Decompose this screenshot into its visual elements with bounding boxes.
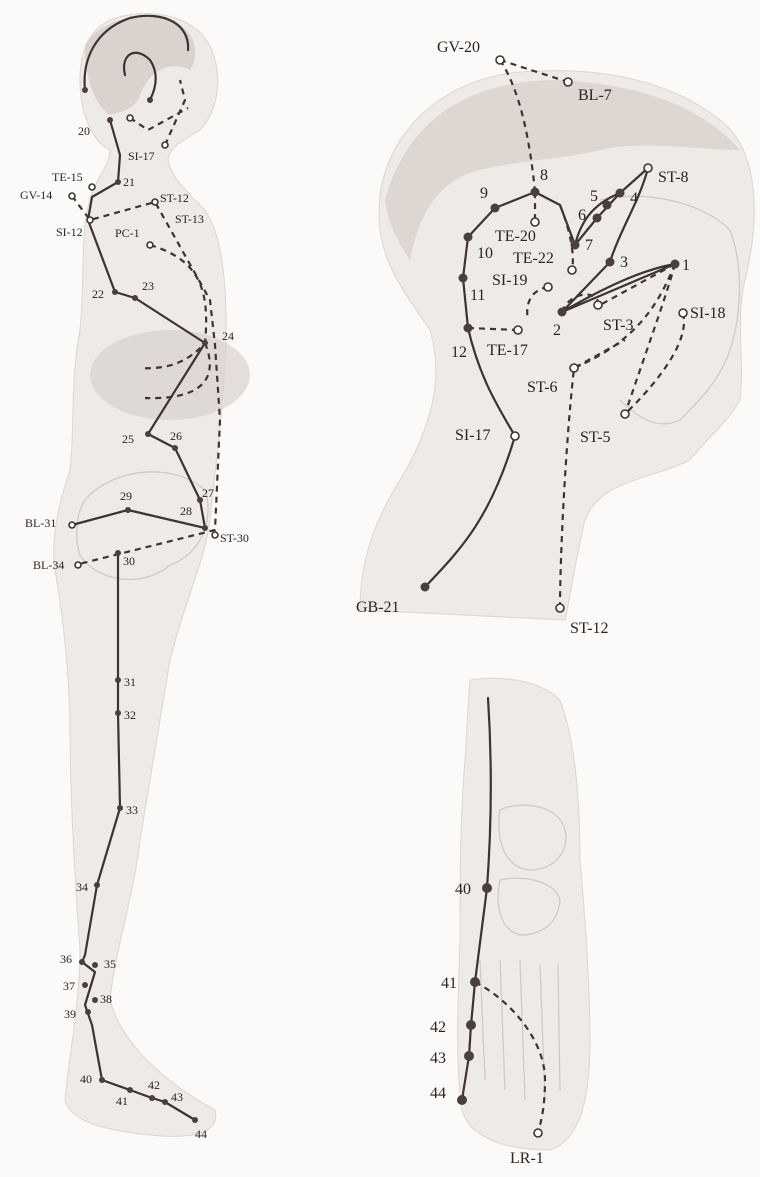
label-42: 42 (148, 1078, 160, 1092)
label-bl-34: BL-34 (33, 558, 64, 572)
label-32: 32 (124, 708, 136, 722)
label-8: 8 (540, 167, 548, 184)
label-11: 11 (470, 287, 485, 304)
label-st-6: ST-6 (527, 379, 558, 396)
label-1: 1 (682, 257, 690, 274)
label-si-18: SI-18 (690, 305, 726, 322)
label-9: 9 (480, 185, 488, 202)
label-28: 28 (180, 504, 192, 518)
label-st-30: ST-30 (220, 531, 249, 545)
label-24: 24 (222, 329, 234, 343)
label-foot-41: 41 (441, 975, 457, 992)
label-39: 39 (64, 1007, 76, 1021)
label-44: 44 (195, 1127, 207, 1141)
label-te-15: TE-15 (52, 170, 83, 184)
label-pc-1: PC-1 (115, 226, 140, 240)
label-3: 3 (620, 254, 628, 271)
label-12: 12 (451, 344, 467, 361)
label-37: 37 (63, 979, 75, 993)
label-38: 38 (100, 992, 112, 1006)
label-st-12-head: ST-12 (570, 620, 609, 637)
label-26: 26 (170, 429, 182, 443)
label-34: 34 (76, 880, 88, 894)
label-41: 41 (116, 1094, 128, 1108)
label-st-3: ST-3 (603, 317, 634, 334)
label-si-19: SI-19 (492, 272, 528, 289)
label-st-8: ST-8 (658, 169, 689, 186)
label-bl-7: BL-7 (578, 87, 612, 104)
label-te-20: TE-20 (495, 228, 536, 245)
label-foot-43: 43 (430, 1050, 446, 1067)
label-5: 5 (590, 188, 598, 205)
label-43: 43 (171, 1090, 183, 1104)
label-21: 21 (123, 175, 135, 189)
label-27: 27 (202, 486, 214, 500)
label-30: 30 (123, 554, 135, 568)
label-25: 25 (122, 432, 134, 446)
label-foot-42: 42 (430, 1019, 446, 1036)
label-st-12-body: ST-12 (160, 191, 189, 205)
label-gb-21: GB-21 (356, 599, 400, 616)
label-6: 6 (578, 207, 586, 224)
label-lr-1: LR-1 (510, 1150, 544, 1167)
label-si-17-head: SI-17 (455, 427, 491, 444)
label-si-12: SI-12 (56, 225, 83, 239)
label-33: 33 (126, 803, 138, 817)
label-23: 23 (142, 279, 154, 293)
label-20: 20 (78, 124, 90, 138)
label-29: 29 (120, 489, 132, 503)
label-10: 10 (477, 245, 493, 262)
label-st-13: ST-13 (175, 212, 204, 226)
label-te-22: TE-22 (513, 250, 554, 267)
foot-silhouette (458, 678, 590, 1150)
label-2: 2 (553, 322, 561, 339)
label-foot-44: 44 (430, 1085, 446, 1102)
label-31: 31 (124, 675, 136, 689)
label-22: 22 (92, 287, 104, 301)
label-te-17: TE-17 (487, 342, 528, 359)
head-silhouette (360, 71, 754, 620)
label-gv-14: GV-14 (20, 188, 52, 202)
label-36: 36 (60, 952, 72, 966)
label-7: 7 (585, 237, 593, 254)
label-si-17: SI-17 (128, 149, 155, 163)
label-40: 40 (80, 1072, 92, 1086)
label-4: 4 (630, 190, 638, 207)
label-foot-40: 40 (455, 881, 471, 898)
body-silhouette (54, 13, 250, 1136)
label-gv-20: GV-20 (437, 39, 480, 56)
label-bl-31: BL-31 (25, 516, 56, 530)
label-st-5: ST-5 (580, 429, 611, 446)
label-35: 35 (104, 957, 116, 971)
